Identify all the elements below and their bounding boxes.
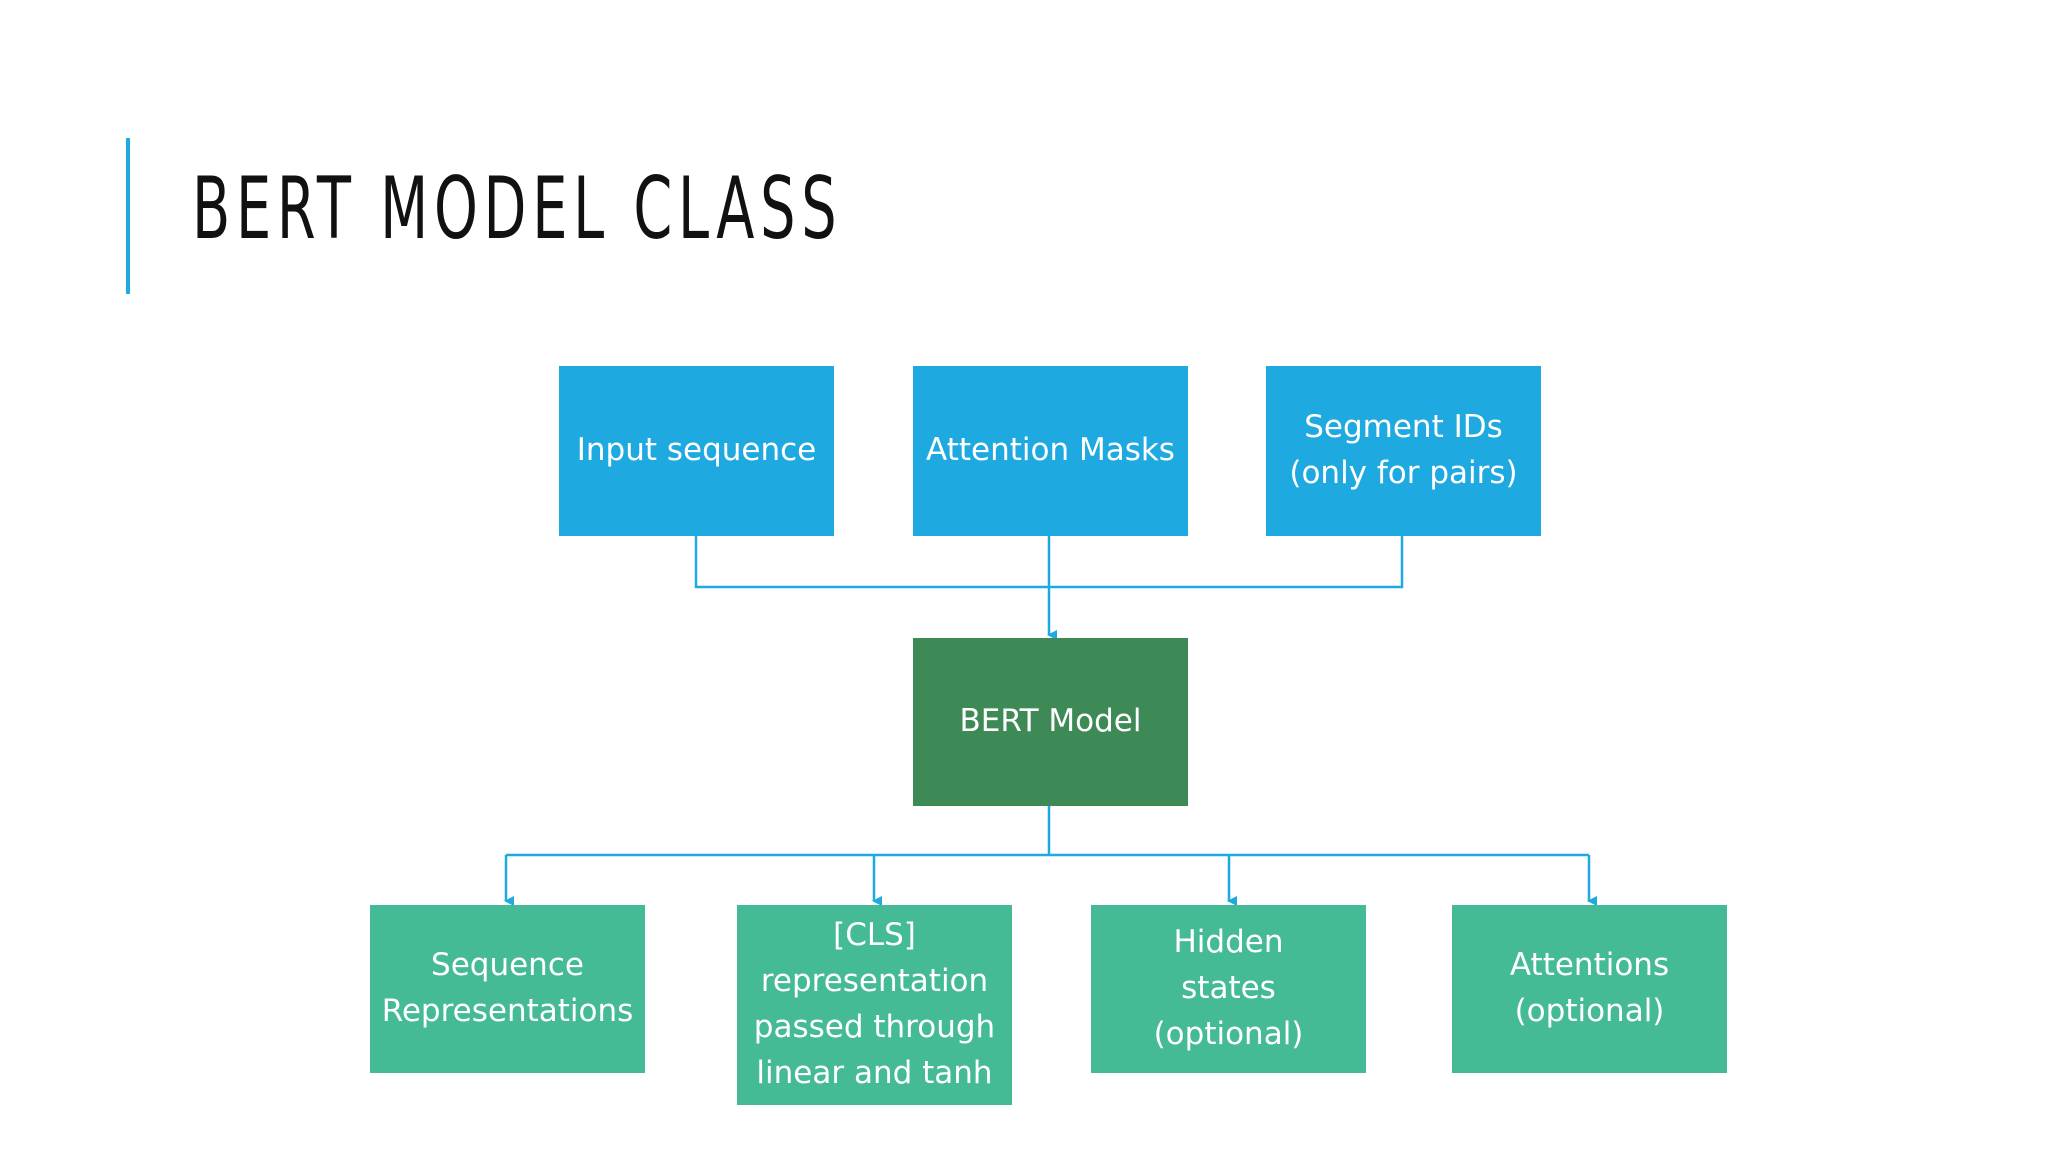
hidden-states-label: Hidden states (optional) (1153, 924, 1304, 1052)
slide-title: BERT MODEL CLASS (192, 159, 843, 259)
segment-ids-box: Segment IDs (only for pairs) (1266, 366, 1541, 536)
segment-ids-label: Segment IDs (only for pairs) (1289, 409, 1518, 491)
connector-segment-ids (1049, 536, 1404, 589)
attention-masks-box: Attention Masks (913, 366, 1188, 536)
input-sequence-box: Input sequence (559, 366, 834, 536)
bert-model-label: BERT Model (959, 703, 1142, 740)
title-accent-bar (126, 138, 130, 294)
attentions-box: Attentions (optional) (1452, 905, 1727, 1073)
cls-representation-box: [CLS] representation passed through line… (737, 905, 1012, 1105)
input-sequence-label: Input sequence (576, 432, 817, 469)
hidden-states-box: Hidden states (optional) (1091, 905, 1366, 1073)
bert-model-box: BERT Model (913, 638, 1188, 806)
attention-masks-label: Attention Masks (926, 432, 1175, 469)
cls-representation-label: [CLS] representation passed through line… (753, 917, 996, 1091)
sequence-representations-label: Sequence Representations (381, 947, 634, 1029)
attentions-label: Attentions (optional) (1509, 947, 1670, 1029)
sequence-representations-box: Sequence Representations (370, 905, 645, 1073)
connector-input-sequence (694, 536, 1049, 589)
